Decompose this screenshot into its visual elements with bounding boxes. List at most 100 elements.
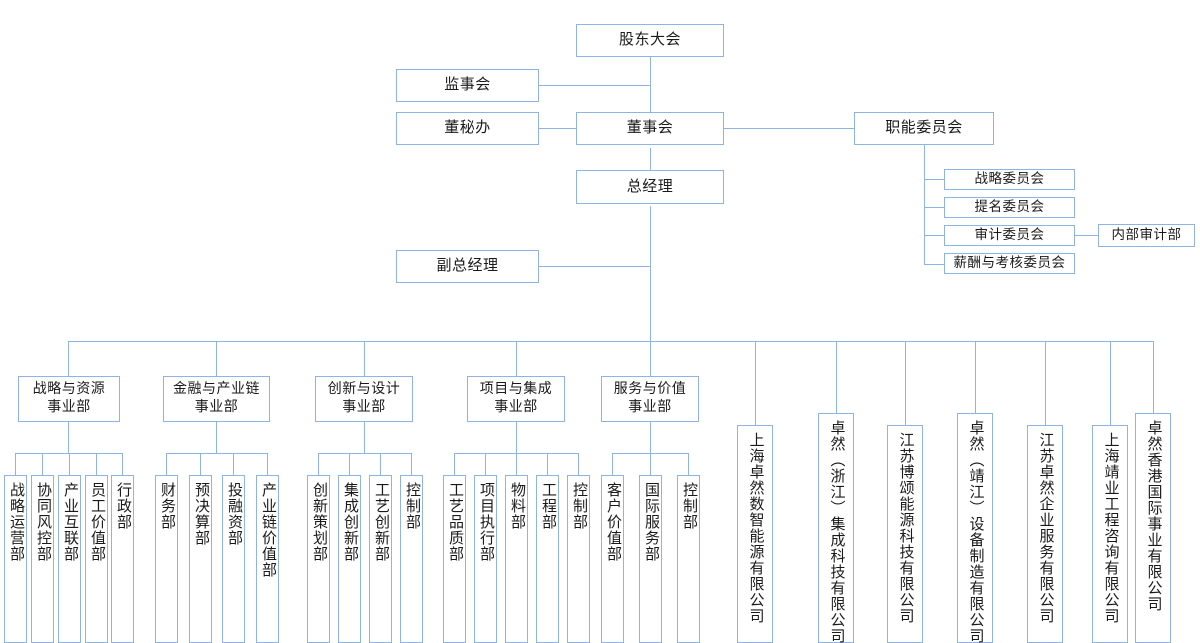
- box-dept-customer-value[interactable]: 客户价值部: [601, 475, 624, 643]
- connector-div2-bar: [166, 453, 267, 454]
- box-strategy-committee[interactable]: 战略委员会: [944, 169, 1075, 190]
- dept-label: 协同风控部: [35, 482, 51, 562]
- box-board-secretary-office[interactable]: 董秘办: [396, 112, 539, 145]
- box-division-2[interactable]: 金融与产业链 事业部: [163, 376, 270, 422]
- connector-div5-dept-3: [688, 453, 689, 475]
- connector-bus-to-subsidiary-4: [975, 341, 976, 413]
- box-nomination-committee[interactable]: 提名委员会: [944, 197, 1075, 218]
- dept-label: 员工价值部: [89, 482, 105, 562]
- connector-bus-to-division-3: [364, 341, 365, 376]
- box-subsidiary-1[interactable]: 上海卓然数智能源有限公司: [737, 425, 773, 643]
- box-dept-investment-financing[interactable]: 投融资部: [222, 475, 245, 643]
- box-dept-process-innovation[interactable]: 工艺创新部: [369, 475, 392, 643]
- subsidiary-label: 江苏卓然企业服务有限公司: [1037, 432, 1054, 624]
- connector-div3-bar: [318, 453, 411, 454]
- connector-audit-to-internal-audit: [1075, 235, 1098, 236]
- connector-div5-dept-2: [650, 453, 651, 475]
- box-dept-industry-internet[interactable]: 产业互联部: [58, 475, 81, 643]
- connector-bus-to-subsidiary-1: [755, 341, 756, 425]
- box-deputy-general-manager[interactable]: 副总经理: [396, 250, 539, 283]
- connector-board-to-gm: [650, 148, 651, 170]
- box-dept-process-quality[interactable]: 工艺品质部: [443, 475, 466, 643]
- connector-secretary-to-board: [538, 128, 576, 129]
- division-4-line1: 项目与集成: [479, 381, 553, 397]
- box-compensation-committee[interactable]: 薪酬与考核委员会: [944, 253, 1075, 274]
- connector-committee-3: [924, 235, 944, 236]
- connector-div2-dept-1: [166, 453, 167, 475]
- box-dept-international-service[interactable]: 国际服务部: [639, 475, 662, 643]
- box-subsidiary-7[interactable]: 卓然香港国际事业有限公司: [1135, 413, 1171, 643]
- connector-div2-stem: [216, 422, 217, 453]
- connector-gm-to-bus: [650, 206, 651, 341]
- box-dept-industry-chain-value[interactable]: 产业链价值部: [256, 475, 279, 643]
- box-board-of-directors[interactable]: 董事会: [576, 112, 724, 145]
- division-3-line2: 事业部: [342, 400, 386, 415]
- box-dept-materials[interactable]: 物料部: [505, 475, 528, 643]
- dept-label: 工程部: [540, 482, 556, 530]
- box-subsidiary-5[interactable]: 江苏卓然企业服务有限公司: [1027, 425, 1063, 643]
- dept-label: 工艺品质部: [447, 482, 463, 562]
- box-dept-budget-settlement[interactable]: 预决算部: [189, 475, 212, 643]
- box-dept-control-project[interactable]: 控制部: [567, 475, 590, 643]
- box-dept-integrated-innovation[interactable]: 集成创新部: [338, 475, 361, 643]
- dept-label: 工艺创新部: [373, 482, 389, 562]
- dept-label: 物料部: [509, 482, 525, 530]
- box-subsidiary-6[interactable]: 上海靖业工程咨询有限公司: [1092, 425, 1128, 643]
- box-dept-finance[interactable]: 财务部: [155, 475, 178, 643]
- box-dept-collaborative-risk[interactable]: 协同风控部: [31, 475, 54, 643]
- dept-label: 客户价值部: [605, 482, 621, 562]
- box-division-5[interactable]: 服务与价值 事业部: [601, 376, 699, 422]
- box-dept-employee-value[interactable]: 员工价值部: [85, 475, 108, 643]
- box-dept-innovation-planning[interactable]: 创新策划部: [307, 475, 330, 643]
- connector-bus-to-subsidiary-3: [905, 341, 906, 425]
- subsidiary-label: 卓然香港国际事业有限公司: [1145, 420, 1162, 612]
- dept-label: 预决算部: [193, 482, 209, 546]
- dept-label: 产业互联部: [62, 482, 78, 562]
- box-division-1[interactable]: 战略与资源 事业部: [18, 376, 120, 422]
- dept-label: 控制部: [681, 482, 697, 530]
- box-shareholders-meeting[interactable]: 股东大会: [576, 24, 724, 57]
- connector-div4-dept-2: [485, 453, 486, 475]
- connector-div4-stem: [516, 422, 517, 453]
- box-general-manager[interactable]: 总经理: [576, 170, 724, 204]
- connector-deputy-gm: [538, 266, 651, 267]
- connector-div4-dept-4: [547, 453, 548, 475]
- division-1-line1: 战略与资源: [32, 381, 106, 397]
- box-internal-audit-department[interactable]: 内部审计部: [1098, 224, 1195, 247]
- connector-div2-dept-4: [267, 453, 268, 475]
- box-audit-committee[interactable]: 审计委员会: [944, 225, 1075, 246]
- box-functional-committee[interactable]: 职能委员会: [854, 112, 994, 145]
- division-5-line1: 服务与价值: [613, 381, 687, 397]
- connector-div3-dept-4: [411, 453, 412, 475]
- box-dept-control-service[interactable]: 控制部: [677, 475, 700, 643]
- box-dept-control-design[interactable]: 控制部: [400, 475, 423, 643]
- box-division-3[interactable]: 创新与设计 事业部: [315, 376, 413, 422]
- connector-bus-to-division-2: [216, 341, 217, 376]
- dept-label: 战略运营部: [8, 482, 24, 562]
- box-subsidiary-4[interactable]: 卓然（靖江）设备制造有限公司: [957, 413, 993, 643]
- subsidiary-label: 卓然（浙江）集成科技有限公司: [828, 420, 845, 643]
- connector-bus-to-subsidiary-7: [1153, 341, 1154, 413]
- box-dept-strategy-operations[interactable]: 战略运营部: [4, 475, 27, 643]
- dept-label: 行政部: [115, 482, 131, 530]
- box-dept-engineering[interactable]: 工程部: [536, 475, 559, 643]
- connector-bus-to-division-1: [68, 341, 69, 376]
- connector-bus-to-subsidiary-2: [836, 341, 837, 413]
- box-dept-project-execution[interactable]: 项目执行部: [474, 475, 497, 643]
- box-subsidiary-3[interactable]: 江苏博颂能源科技有限公司: [887, 425, 923, 643]
- dept-label: 控制部: [404, 482, 420, 530]
- connector-div1-bar: [15, 453, 122, 454]
- connector-board-to-committee: [724, 128, 854, 129]
- box-supervisory-board[interactable]: 监事会: [396, 69, 539, 102]
- dept-label: 产业链价值部: [260, 482, 276, 578]
- box-dept-administration[interactable]: 行政部: [111, 475, 134, 643]
- connector-bus-to-division-5: [650, 341, 651, 376]
- connector-div4-dept-1: [454, 453, 455, 475]
- box-subsidiary-2[interactable]: 卓然（浙江）集成科技有限公司: [818, 413, 854, 643]
- dept-label: 国际服务部: [643, 482, 659, 562]
- box-division-4[interactable]: 项目与集成 事业部: [467, 376, 565, 422]
- dept-label: 项目执行部: [478, 482, 494, 562]
- connector-div1-dept-4: [96, 453, 97, 475]
- subsidiary-label: 江苏博颂能源科技有限公司: [897, 432, 914, 624]
